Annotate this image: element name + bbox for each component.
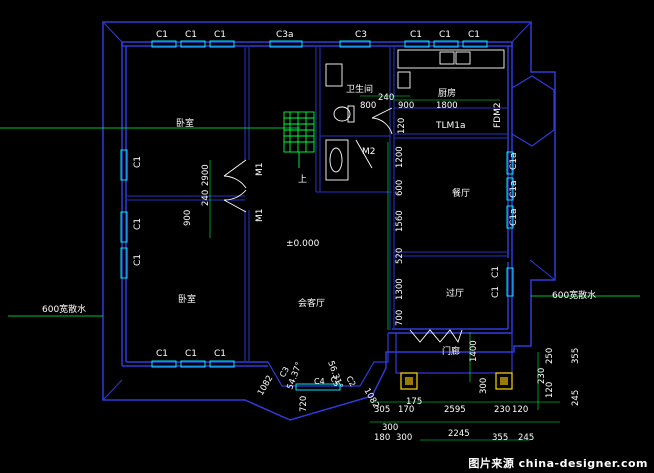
dim-text: 700 (395, 310, 405, 326)
dimension-lines (209, 95, 560, 441)
window-label: TLM1a (435, 121, 466, 131)
window-label: C4 (314, 377, 325, 386)
dim-text: 56.31° (325, 360, 344, 390)
roof-outline (102, 21, 556, 421)
apron-label: 600宽散水 (552, 289, 596, 301)
dim-text: 175 (406, 397, 422, 407)
dim-text: 120 (397, 118, 407, 134)
window-label: C1 (214, 349, 226, 359)
dim-text: 720 (299, 396, 309, 412)
porch-column-core (500, 377, 508, 385)
room-label-bedroom: 卧室 (176, 117, 194, 129)
dim-text: 355 (571, 348, 581, 364)
porch-column-core (405, 377, 413, 385)
window-label: C1 (133, 156, 143, 168)
dim-text: 520 (395, 248, 405, 264)
dim-text: 300 (396, 433, 412, 443)
dim-text: 600 (395, 180, 405, 196)
window-label: C1 (156, 349, 168, 359)
window-label: C1 (439, 30, 451, 40)
dim-text: 230 (494, 405, 510, 415)
bathroom-fixtures (325, 63, 355, 181)
dim-text: 170 (398, 405, 414, 415)
interior-walls (126, 46, 508, 362)
dim-text: 240 (378, 93, 394, 103)
staircase (283, 111, 315, 168)
dim-text: 240 (201, 190, 211, 206)
watermark: 图片来源 china-designer.com (468, 457, 648, 470)
roof-hip-tl (102, 21, 123, 43)
dim-text: 1082 (256, 374, 275, 398)
dim-text: 355 (492, 433, 508, 443)
dim-text: 230 (537, 368, 547, 384)
dim-text: 800 (360, 101, 376, 111)
dim-text: 1800 (436, 101, 458, 111)
window-label: C1 (185, 30, 197, 40)
window-label: C3a (276, 30, 294, 40)
window-label: C1 (133, 254, 143, 266)
dim-text: 1200 (395, 146, 405, 168)
window-label: FDM2 (493, 102, 503, 128)
porch-columns (400, 372, 513, 390)
dim-text: 300 (382, 423, 398, 433)
level-mark: ±0.000 (286, 239, 320, 249)
window-label: C1a (509, 152, 519, 170)
bay-fdm2 (511, 75, 555, 147)
window-label: C1 (214, 30, 226, 40)
window-label: C1 (491, 286, 501, 298)
dim-text: 900 (398, 101, 414, 111)
room-label-living: 会客厅 (298, 297, 325, 309)
window-label: C1 (185, 349, 197, 359)
dim-text: 900 (183, 210, 193, 226)
stair-label: 上 (298, 174, 307, 185)
room-label-kitchen: 厨房 (438, 87, 456, 99)
dim-text: 180 (374, 433, 390, 443)
dim-text: 2245 (448, 429, 470, 439)
window-label: C1a (509, 180, 519, 198)
dim-text: 300 (479, 378, 489, 394)
kitchen-fixtures (397, 49, 505, 89)
room-label-bedroom: 卧室 (178, 293, 196, 305)
door-swings (223, 107, 463, 344)
dim-text: 245 (571, 390, 581, 406)
apron-label: 600宽散水 (42, 303, 86, 315)
dim-text: 1400 (469, 340, 479, 362)
dim-text: 1560 (395, 210, 405, 232)
window-label: C1 (410, 30, 422, 40)
room-label-hall: 过厅 (446, 287, 464, 299)
room-label-porch: 门廊 (442, 345, 460, 357)
door-label: M1 (255, 209, 265, 223)
room-label-bathroom: 卫生间 (346, 83, 373, 95)
window-label: C1 (468, 30, 480, 40)
window-label: C1 (156, 30, 168, 40)
dim-text: 1300 (395, 278, 405, 300)
roof-hip-tr (511, 21, 532, 43)
window-label: C1a (509, 208, 519, 226)
dim-text: 120 (512, 405, 528, 415)
dim-text: 120 (545, 382, 555, 398)
dim-text: 2900 (201, 164, 211, 186)
apron-guides (0, 127, 640, 317)
room-label-dining: 餐厅 (452, 187, 470, 199)
window-label: C3 (355, 30, 367, 40)
window-openings (120, 40, 514, 391)
dim-text: 250 (545, 348, 555, 364)
dim-text: 2595 (444, 405, 466, 415)
dim-text: 245 (518, 433, 534, 443)
door-label: M1 (255, 163, 265, 177)
window-label: C1 (491, 266, 501, 278)
dim-text: 305 (374, 405, 390, 415)
porch-outline (267, 332, 513, 387)
window-label: C1 (133, 218, 143, 230)
door-label: M2 (362, 147, 376, 157)
roof-hip-r (529, 259, 556, 281)
roof-hip-bl (102, 379, 123, 401)
